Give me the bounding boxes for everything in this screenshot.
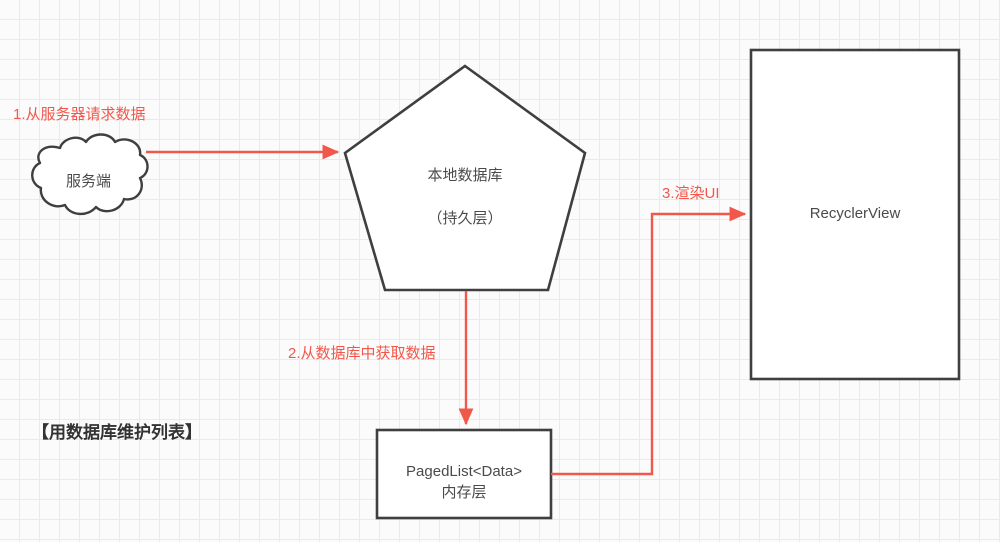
server-cloud-shape[interactable]	[31, 133, 149, 216]
edge-3-connector[interactable]	[551, 206, 747, 476]
paged-list-box-shape[interactable]	[375, 428, 553, 520]
recycler-view-box-shape[interactable]	[749, 48, 961, 381]
local-database-pentagon-shape[interactable]	[343, 64, 587, 292]
